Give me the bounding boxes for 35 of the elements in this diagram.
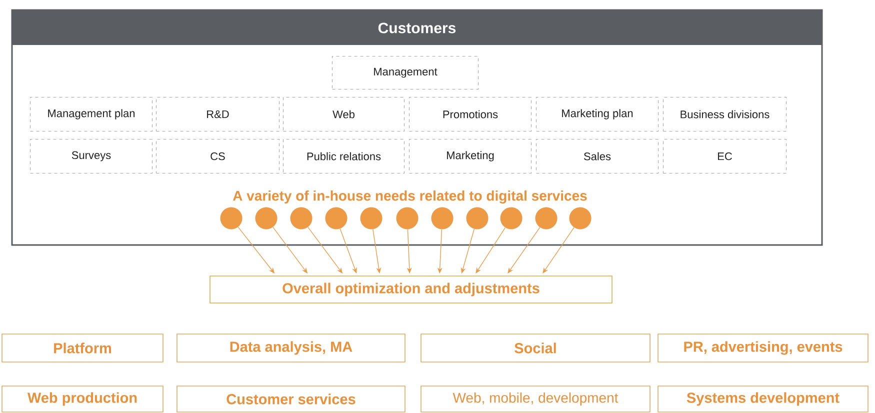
service-box: Platform (2, 334, 164, 362)
service-box: Data analysis, MA (176, 334, 406, 362)
need-dot (325, 207, 348, 230)
need-dot (220, 207, 242, 230)
department-box: EC (662, 138, 787, 174)
department-box: CS (156, 138, 280, 174)
service-box: Customer services (176, 386, 406, 412)
summary-box: Overall optimization and adjustments (210, 276, 612, 304)
department-box: Web (282, 96, 405, 132)
department-box: Management plan (30, 96, 153, 132)
need-dot (396, 207, 418, 230)
need-dot (360, 207, 382, 230)
need-dot (535, 207, 558, 230)
department-box: Management (332, 56, 479, 90)
department-box: Promotions (408, 96, 532, 132)
department-box: Marketing plan (536, 96, 659, 132)
need-dot (431, 207, 454, 230)
service-box: Web production (2, 386, 164, 412)
need-dot (466, 207, 488, 230)
service-box: PR, advertising, events (658, 334, 868, 362)
need-dot (500, 207, 522, 230)
department-box: Public relations (282, 138, 405, 174)
service-box: Web, mobile, development (420, 386, 650, 412)
department-box: Business divisions (662, 96, 787, 132)
node-label: A variety of in-house needs related to digital services (232, 190, 587, 204)
department-box: Marketing (408, 138, 532, 174)
need-dot (255, 207, 278, 230)
node-label: Customers (378, 22, 456, 34)
need-dot (569, 207, 592, 230)
department-box: R&D (156, 96, 280, 132)
service-box: Social (420, 334, 650, 362)
department-box: Sales (536, 138, 659, 174)
service-box: Systems development (658, 386, 868, 412)
need-dot (290, 207, 312, 230)
department-box: Surveys (30, 138, 153, 174)
